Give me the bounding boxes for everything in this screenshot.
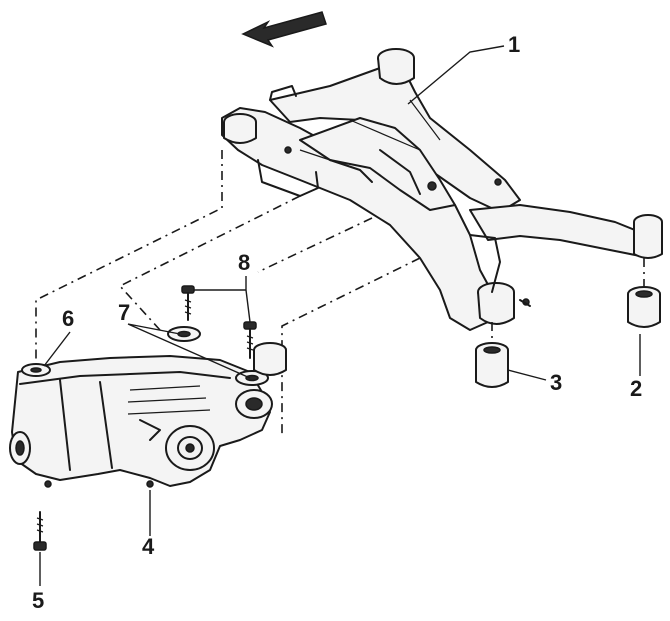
upper-mount-bush	[253, 342, 287, 376]
leader-lines	[39, 45, 641, 586]
callout-6: 6	[62, 306, 74, 331]
mount-washer-7-upper	[167, 326, 201, 342]
bolt-8-left	[181, 285, 195, 321]
callout-3: 3	[550, 370, 562, 395]
rubber-bush-3	[475, 342, 509, 388]
mount-washer-7-lower	[235, 370, 269, 386]
mount-washer-6	[21, 363, 51, 377]
callout-5: 5	[32, 588, 44, 613]
callout-8: 8	[238, 250, 250, 275]
callout-2: 2	[630, 376, 642, 401]
callout-7: 7	[118, 300, 130, 325]
final-drive-differential	[9, 355, 273, 488]
callout-4: 4	[142, 534, 155, 559]
travel-direction-arrow-icon	[241, 11, 327, 48]
rear-subframe	[221, 48, 663, 331]
bolt-5	[33, 511, 47, 551]
assembly-lines	[35, 150, 645, 438]
callout-1: 1	[508, 32, 520, 57]
rubber-bush-2	[627, 286, 661, 328]
